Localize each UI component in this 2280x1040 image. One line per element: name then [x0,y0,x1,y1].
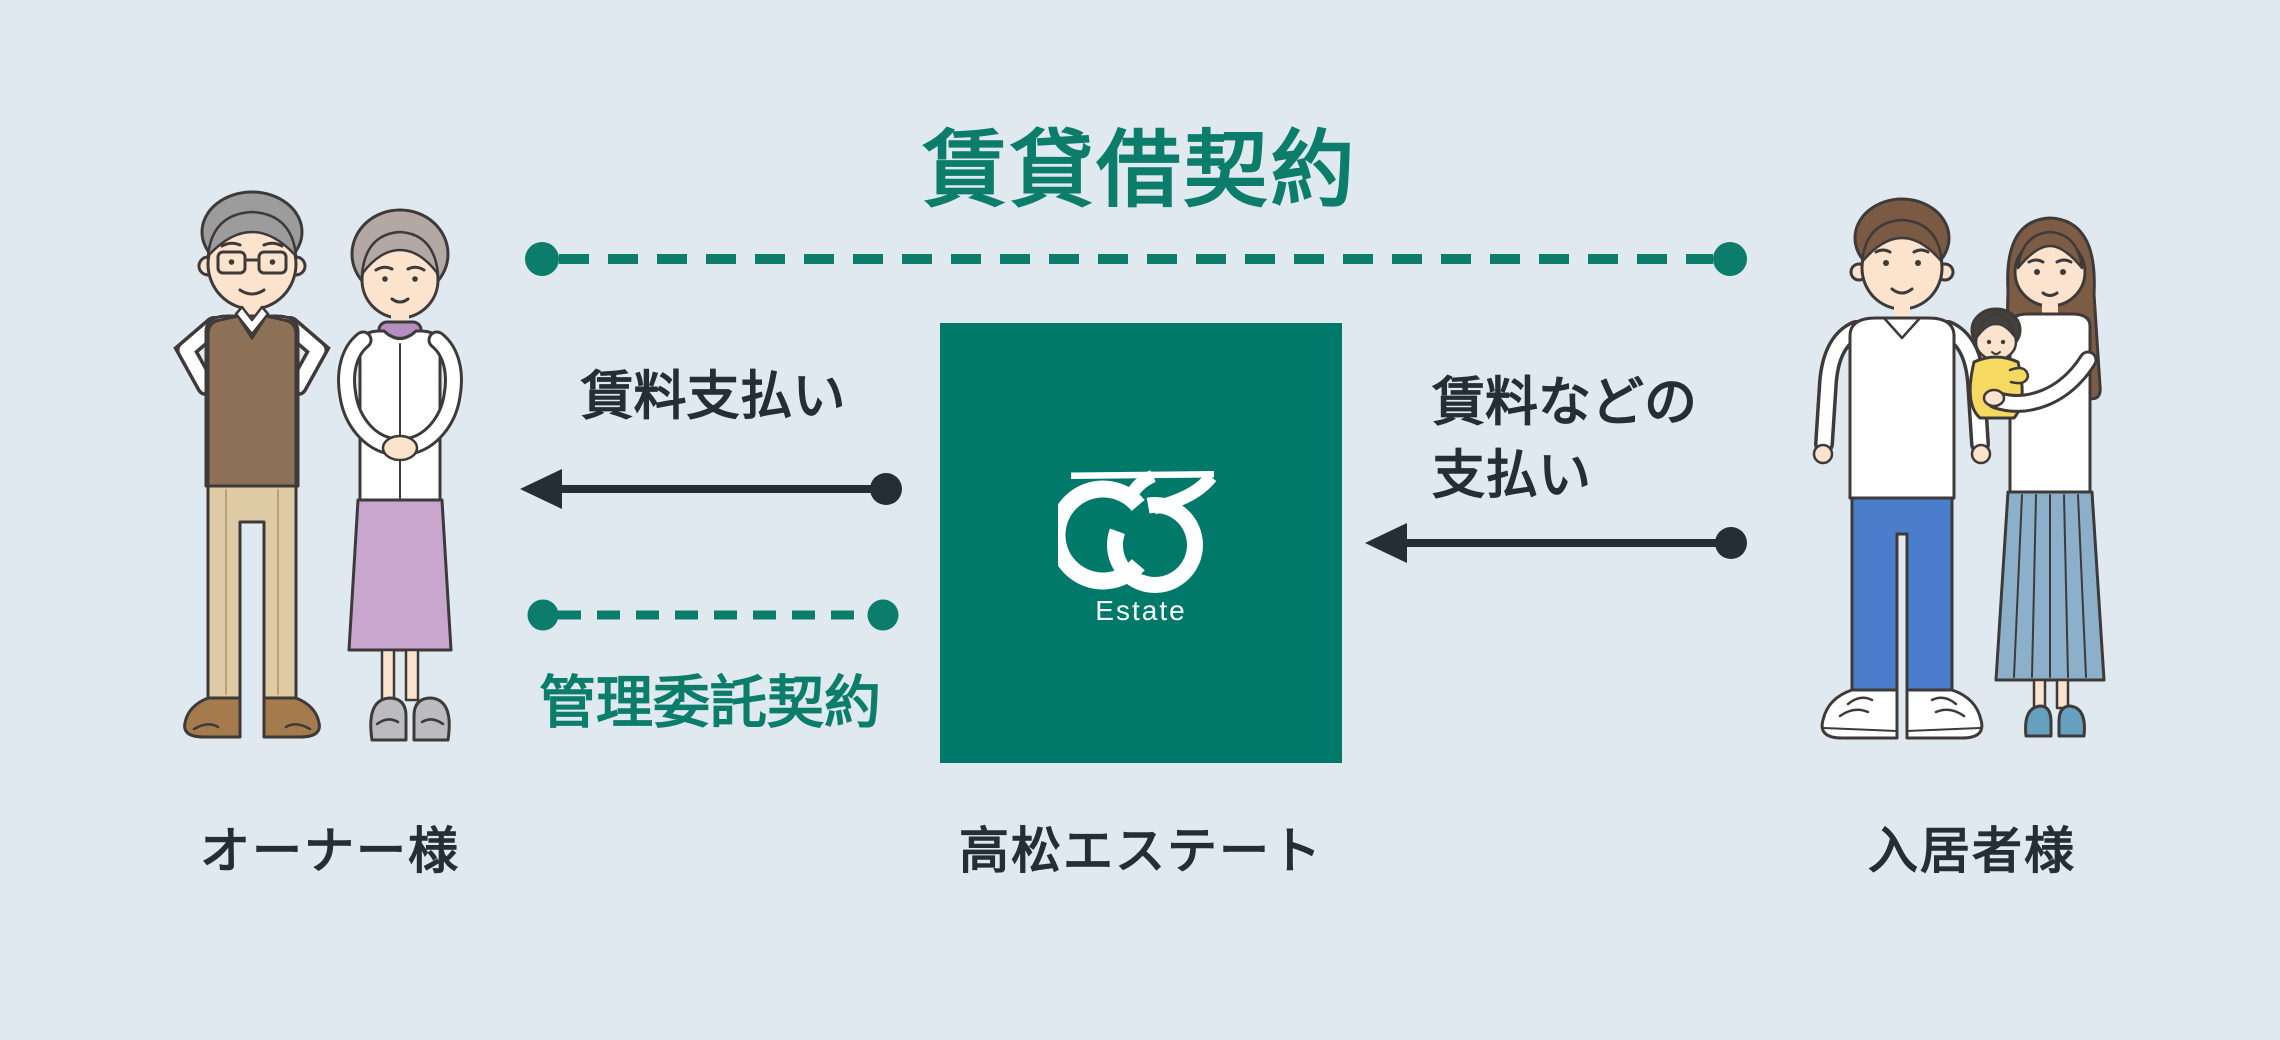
company-box: Estate [940,323,1342,763]
tenant-payment-label: 賃料などの 支払い [1432,367,1697,512]
lease-contract-title: 賃貸借契約 [922,123,1358,217]
management-contract-label: 管理委託契約 [539,671,881,735]
tenant-payment-label-line1: 賃料などの [1432,373,1697,432]
glasses-icon [216,250,247,275]
connector-dot-left [525,242,559,276]
arrowhead-left [520,469,562,509]
arrowhead-left [1365,523,1407,563]
owner-elderly-couple-illustration [173,190,463,742]
rent-payment-label: 賃料支払い [580,367,846,426]
arrow-origin-dot [1715,527,1747,559]
rent-payment-arrow [520,469,902,509]
takamatsu-logo-icon [1058,470,1217,593]
arrow-origin-dot [870,473,902,505]
company-label: 高松エステート [959,823,1323,879]
tenant-label: 入居者様 [1868,823,2076,879]
connector-dot-right [1713,242,1747,276]
connector-dot-right [867,599,899,631]
lease-contract-connector [525,242,1747,276]
tenant-payment-label-line2: 支払い [1432,445,1591,505]
tenant-family-illustration [1812,197,2106,740]
owner-label: オーナー様 [200,823,460,879]
tenant-payment-arrow [1365,523,1747,563]
management-contract-connector [527,599,899,631]
connector-dot-left [527,599,559,631]
company-logo-text: Estate [1095,595,1187,626]
